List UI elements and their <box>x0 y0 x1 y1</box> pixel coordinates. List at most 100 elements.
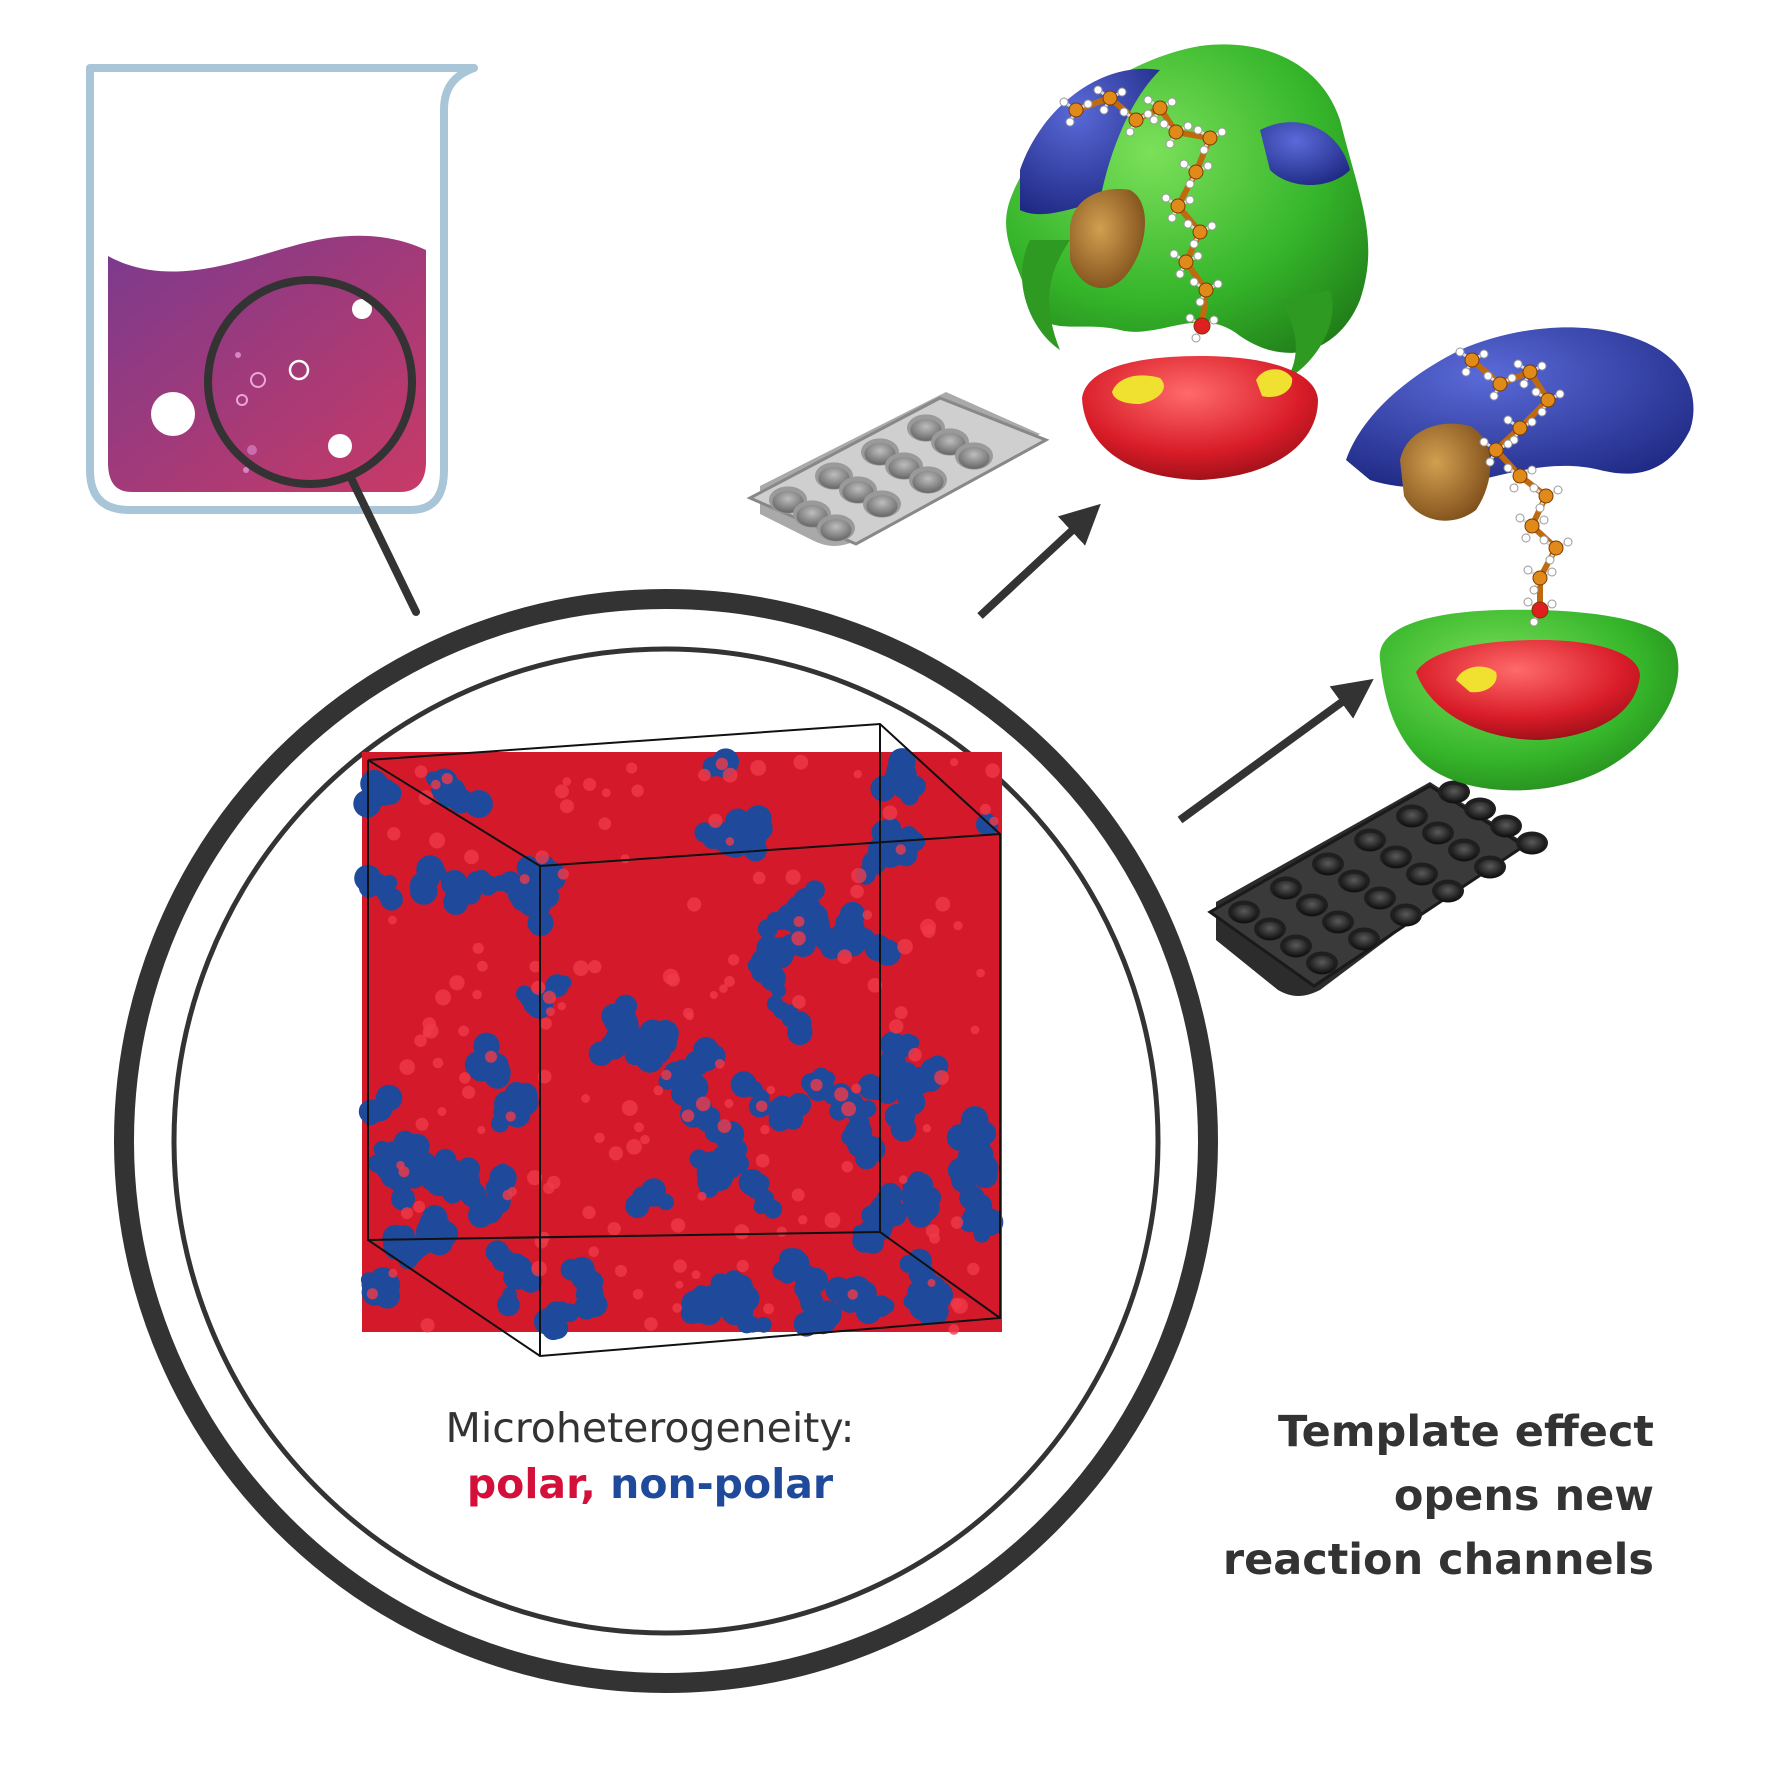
polar-bead <box>698 768 711 782</box>
hydrogen-atom <box>1519 379 1529 389</box>
polar-bead <box>793 916 805 927</box>
hydrogen-atom <box>1059 97 1069 107</box>
polar-bead <box>948 1324 960 1335</box>
polar-bead <box>950 758 959 767</box>
polar-bead <box>691 1270 701 1279</box>
nonpolar-label: non-polar <box>610 1460 834 1508</box>
carbon-atom <box>1512 468 1528 484</box>
tray-cup-hollow <box>1282 938 1310 958</box>
hydrogen-atom <box>1509 483 1519 493</box>
nonpolar-bead <box>625 1194 650 1218</box>
nonpolar-bead <box>376 1095 395 1113</box>
polar-bead <box>429 832 446 849</box>
polar-bead <box>717 1119 732 1133</box>
polar-bead <box>824 1212 841 1229</box>
nonpolar-bead <box>391 1144 412 1166</box>
hydrogen-atom <box>1485 457 1495 467</box>
polar-bead <box>776 1226 787 1237</box>
carbon-atom <box>1492 376 1508 392</box>
hydrogen-atom <box>1195 297 1205 307</box>
polar-bead <box>882 805 898 821</box>
polar-bead <box>581 1094 590 1103</box>
polar-bead <box>588 1246 599 1257</box>
polar-bead <box>621 1100 638 1116</box>
polar-bead <box>413 1200 426 1213</box>
nonpolar-bead <box>820 1071 836 1086</box>
hydrogen-atom <box>1547 599 1557 609</box>
polar-bead <box>598 817 612 830</box>
polar-bead <box>432 1057 444 1069</box>
tray-cup-hollow <box>820 518 852 542</box>
polar-bead <box>734 1224 750 1240</box>
magnifier-icon <box>204 276 420 616</box>
polar-bead <box>695 1096 711 1112</box>
hydrogen-atom <box>1515 513 1525 523</box>
carbon-atom <box>1202 130 1218 146</box>
nonpolar-bead <box>470 869 492 891</box>
tray-cup-hollow <box>1476 859 1504 879</box>
nonpolar-bead <box>452 783 467 799</box>
nonpolar-bead <box>560 1303 579 1323</box>
beaker-outline <box>86 64 478 514</box>
hydrogen-atom <box>1527 417 1537 427</box>
nonpolar-bead <box>888 1061 909 1082</box>
polar-bead <box>750 760 767 776</box>
polar-bead <box>366 1288 378 1300</box>
hydrogen-atom <box>1207 221 1217 231</box>
nonpolar-bead <box>907 1202 934 1228</box>
polar-bead <box>967 1262 980 1276</box>
hydrogen-atom <box>1117 87 1127 97</box>
hydrogen-atom <box>1143 95 1153 105</box>
polar-bead <box>535 850 549 864</box>
polar-bead <box>401 1207 413 1220</box>
nonpolar-bead <box>455 793 475 813</box>
hydrogen-atom <box>1521 533 1531 543</box>
nonpolar-bead <box>653 1024 679 1049</box>
carbon-atom <box>1540 392 1556 408</box>
amber-isosurface <box>1070 189 1145 289</box>
hydrogen-atom <box>1535 503 1545 513</box>
polar-bead <box>763 1303 774 1315</box>
polar-bead <box>724 1099 734 1108</box>
nonpolar-domains <box>353 748 1004 1341</box>
nonpolar-bead <box>575 1284 595 1304</box>
hydrogen-atom <box>1529 483 1539 493</box>
bubble <box>288 359 310 381</box>
carbon-atom <box>1192 224 1208 240</box>
tray-cup-hollow <box>1408 866 1436 886</box>
nonpolar-bead <box>725 808 751 834</box>
simulation-box <box>353 722 1004 1358</box>
polar-bead <box>437 1107 447 1116</box>
oxygen-atom <box>1531 601 1549 619</box>
hydrogen-atom <box>1547 567 1557 577</box>
hydrogen-atom <box>1179 159 1189 169</box>
hydrogen-atom <box>1531 387 1541 397</box>
nonpolar-bead <box>418 1219 446 1248</box>
polar-bead <box>935 896 951 912</box>
polarity-legend: polar, non-polar <box>380 1456 920 1512</box>
tray-cup-hollow <box>1314 856 1342 876</box>
polar-bead <box>420 1318 435 1333</box>
hydrogen-atom <box>1537 361 1547 371</box>
polar-bead <box>539 1017 552 1030</box>
polar-bead <box>583 778 597 791</box>
polar-bead <box>793 754 809 770</box>
polar-bead <box>414 1034 427 1047</box>
polar-bead <box>607 1222 621 1236</box>
polar-bead <box>640 1134 650 1145</box>
beaker-icon <box>86 64 478 514</box>
hydrogen-atom <box>1183 121 1193 131</box>
nonpolar-bead <box>442 1182 464 1204</box>
hydrogen-atom <box>1199 145 1209 155</box>
nonpolar-bead <box>830 926 853 948</box>
polar-bead <box>644 1317 658 1331</box>
nonpolar-bead <box>360 1272 377 1288</box>
hydrogen-atom <box>1167 213 1177 223</box>
bubble <box>151 392 195 436</box>
arrow-lower <box>1177 678 1374 824</box>
hydrogen-atom <box>1563 537 1573 547</box>
polar-bead <box>862 910 873 920</box>
nonpolar-bead <box>881 1200 908 1227</box>
tray-cup-hollow <box>1298 897 1326 917</box>
nonpolar-bead <box>899 1254 918 1273</box>
